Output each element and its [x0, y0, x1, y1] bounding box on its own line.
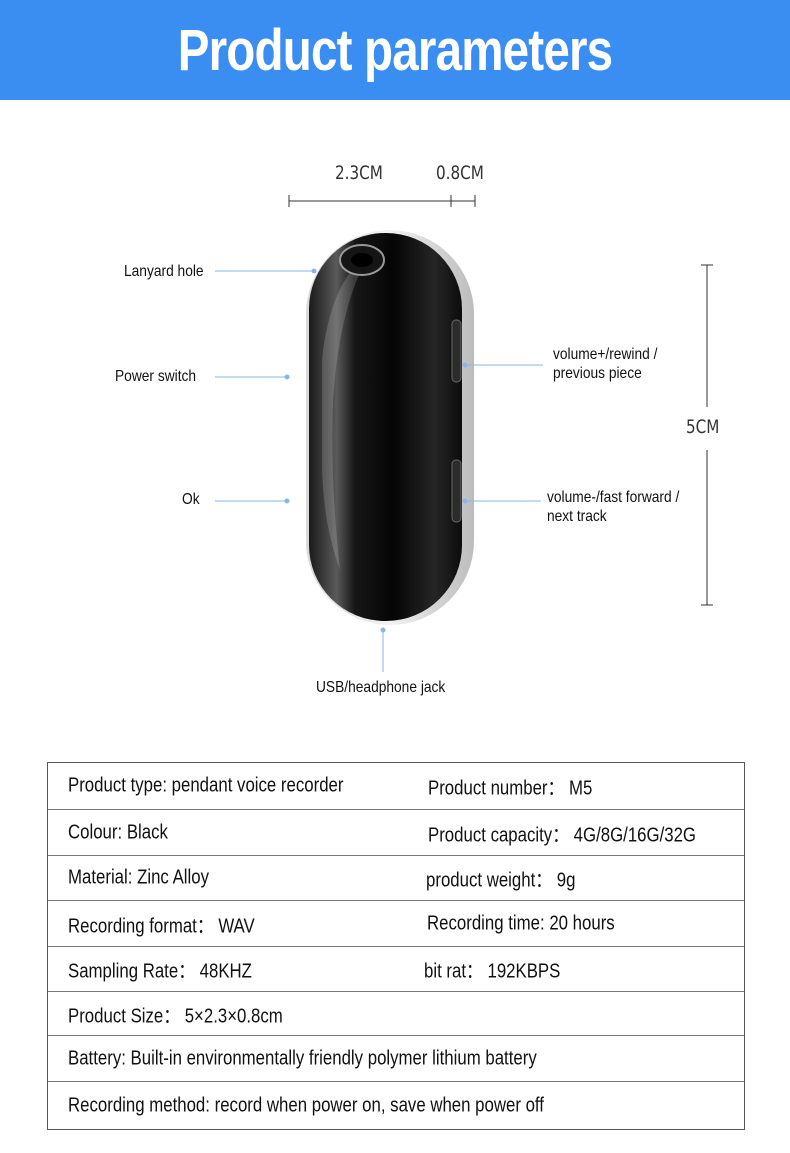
- table-row: Recording format： WAV Recording time: 20…: [48, 901, 744, 947]
- spec-recording-method: Recording method: record when power on, …: [68, 1094, 544, 1116]
- width-label: 2.3CM: [335, 162, 383, 184]
- spec-colour: Colour: Black: [68, 821, 168, 843]
- callout-volume-down-line1: volume-/fast forward /: [547, 489, 680, 506]
- height-dimension-line: [701, 264, 713, 606]
- table-row: Colour: Black Product capacity： 4G/8G/16…: [48, 810, 744, 856]
- callout-volume-up-line1: volume+/rewind /: [553, 346, 658, 363]
- spec-product-size: Product Size： 5×2.3×0.8cm: [68, 1005, 283, 1027]
- page-title: Product parameters: [177, 17, 613, 83]
- thickness-label: 0.8CM: [436, 162, 484, 184]
- spec-capacity: Product capacity： 4G/8G/16G/32G: [428, 824, 696, 846]
- spec-table: Product type: pendant voice recorder Pro…: [47, 762, 745, 1130]
- spec-product-number: Product number： M5: [428, 777, 593, 800]
- callout-volume-down: volume-/fast forward / next track: [547, 488, 679, 526]
- table-row: Sampling Rate： 48KHZ bit rat： 192KBPS: [48, 947, 744, 992]
- callout-volume-up-line2: previous piece: [553, 365, 642, 382]
- table-row: Battery: Built-in environmentally friend…: [48, 1036, 744, 1082]
- spec-battery: Battery: Built-in environmentally friend…: [68, 1047, 537, 1069]
- width-dimension-line: [288, 195, 476, 207]
- spec-bit-rate: bit rat： 192KBPS: [424, 960, 561, 983]
- height-label: 5CM: [686, 416, 720, 438]
- table-row: Recording method: record when power on, …: [48, 1082, 744, 1129]
- product-diagram: 2.3CM 0.8CM 5CM Lanyard hole Power switc…: [0, 100, 790, 740]
- header-banner: Product parameters: [0, 0, 790, 100]
- callout-usb-jack: USB/headphone jack: [316, 679, 446, 696]
- spec-material: Material: Zinc Alloy: [68, 866, 209, 889]
- callout-leader-lines: [215, 268, 543, 672]
- spec-weight: product weight： 9g: [426, 869, 576, 892]
- volume-down-button: [451, 459, 462, 523]
- spec-product-type: Product type: pendant voice recorder: [68, 774, 344, 797]
- spec-recording-format: Recording format： WAV: [68, 915, 255, 937]
- device-body: [309, 233, 462, 621]
- table-row: Material: Zinc Alloy product weight： 9g: [48, 856, 744, 901]
- callout-lanyard-hole: Lanyard hole: [124, 263, 204, 280]
- volume-up-button: [451, 319, 462, 383]
- callout-ok: Ok: [182, 491, 200, 508]
- device-illustration: [215, 195, 713, 672]
- callout-volume-up: volume+/rewind / previous piece: [553, 345, 657, 383]
- spec-recording-time: Recording time: 20 hours: [427, 912, 615, 934]
- spec-sampling-rate: Sampling Rate： 48KHZ: [68, 960, 252, 983]
- table-row: Product Size： 5×2.3×0.8cm: [48, 992, 744, 1036]
- callout-volume-down-line2: next track: [547, 508, 607, 525]
- callout-power-switch: Power switch: [115, 368, 197, 385]
- table-row: Product type: pendant voice recorder Pro…: [48, 763, 744, 810]
